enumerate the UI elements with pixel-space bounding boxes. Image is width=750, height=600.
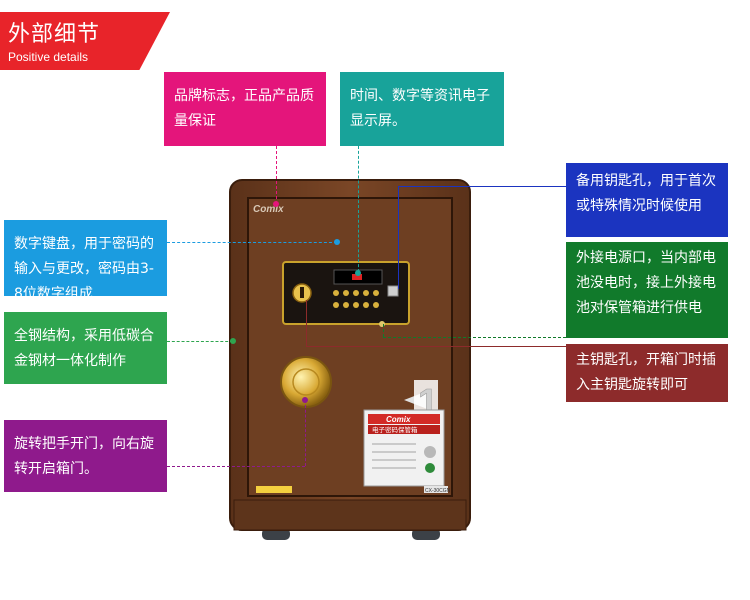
safe-base bbox=[233, 499, 467, 531]
keypad-key bbox=[333, 290, 339, 296]
connector-dot-display bbox=[355, 270, 361, 276]
keypad-key bbox=[363, 302, 369, 308]
keypad-key bbox=[353, 302, 359, 308]
connector-dot-keypad bbox=[334, 239, 340, 245]
sticker-title: 电子密码保管箱 bbox=[372, 425, 418, 434]
rotate-handle-center bbox=[292, 368, 320, 396]
sticker-header bbox=[368, 414, 440, 424]
sticker-icon bbox=[425, 463, 435, 473]
keypad-key bbox=[373, 302, 379, 308]
model-label: CX-30CGN bbox=[425, 488, 451, 494]
keypad bbox=[333, 290, 379, 308]
connector-main-key-h bbox=[306, 346, 566, 347]
callout-display: 时间、数字等资讯电子显示屏。 bbox=[340, 72, 504, 146]
sticker-brand: Comix bbox=[386, 415, 411, 424]
connector-power bbox=[383, 337, 566, 338]
sticker-icon bbox=[424, 446, 436, 458]
connector-keypad bbox=[167, 242, 337, 243]
connector-dot-structure bbox=[230, 338, 236, 344]
callout-main-key: 主钥匙孔，开箱门时插入主钥匙旋转即可 bbox=[566, 344, 728, 402]
callout-backup-key: 备用钥匙孔，用于首次或特殊情况时候使用 bbox=[566, 163, 728, 237]
section-banner: 外部细节 Positive details bbox=[0, 12, 170, 70]
connector-power-v bbox=[383, 324, 384, 337]
callout-keypad: 数字键盘，用于密码的输入与更改，密码由3-8位数字组成 bbox=[4, 220, 167, 302]
logo-plate bbox=[252, 202, 294, 214]
connector-handle bbox=[167, 466, 305, 467]
sticker-title-bg bbox=[368, 425, 440, 434]
connector-dot-handle bbox=[302, 397, 308, 403]
sticker-feature-lines bbox=[372, 443, 416, 469]
keypad-key bbox=[343, 290, 349, 296]
display-digit bbox=[352, 274, 362, 280]
model-label-bg bbox=[424, 486, 448, 493]
keypad-key bbox=[343, 302, 349, 308]
main-keyhole-slot bbox=[300, 287, 304, 298]
connector-logo bbox=[276, 146, 277, 204]
keypad-key bbox=[373, 290, 379, 296]
backup-keyhole bbox=[387, 285, 399, 297]
connector-dot-logo bbox=[273, 201, 279, 207]
rotate-handle bbox=[280, 356, 332, 408]
banner-title: 外部细节 bbox=[8, 22, 101, 47]
connector-backup-key-v bbox=[398, 186, 399, 289]
connector-main-key-v bbox=[306, 300, 307, 346]
keypad-key bbox=[333, 302, 339, 308]
connector-handle-up bbox=[305, 400, 306, 466]
banner-subtitle: Positive details bbox=[8, 50, 89, 64]
callout-logo: 品牌标志，正品产品质量保证 bbox=[164, 72, 326, 146]
warning-label bbox=[256, 486, 292, 493]
connector-backup-key-h bbox=[398, 186, 566, 187]
keypad-key bbox=[353, 290, 359, 296]
callout-handle: 旋转把手开门，向右旋转开启箱门。 bbox=[4, 420, 167, 492]
connector-structure bbox=[167, 341, 233, 342]
safe-brand-logo: Comix bbox=[253, 204, 284, 215]
callout-structure: 全钢结构，采用低碳合金钢材一体化制作 bbox=[4, 312, 167, 384]
keypad-key bbox=[363, 290, 369, 296]
power-port bbox=[379, 321, 385, 327]
callout-power: 外接电源口，当内部电池没电时，接上外接电池对保管箱进行供电 bbox=[566, 242, 728, 338]
connector-display bbox=[358, 146, 359, 272]
